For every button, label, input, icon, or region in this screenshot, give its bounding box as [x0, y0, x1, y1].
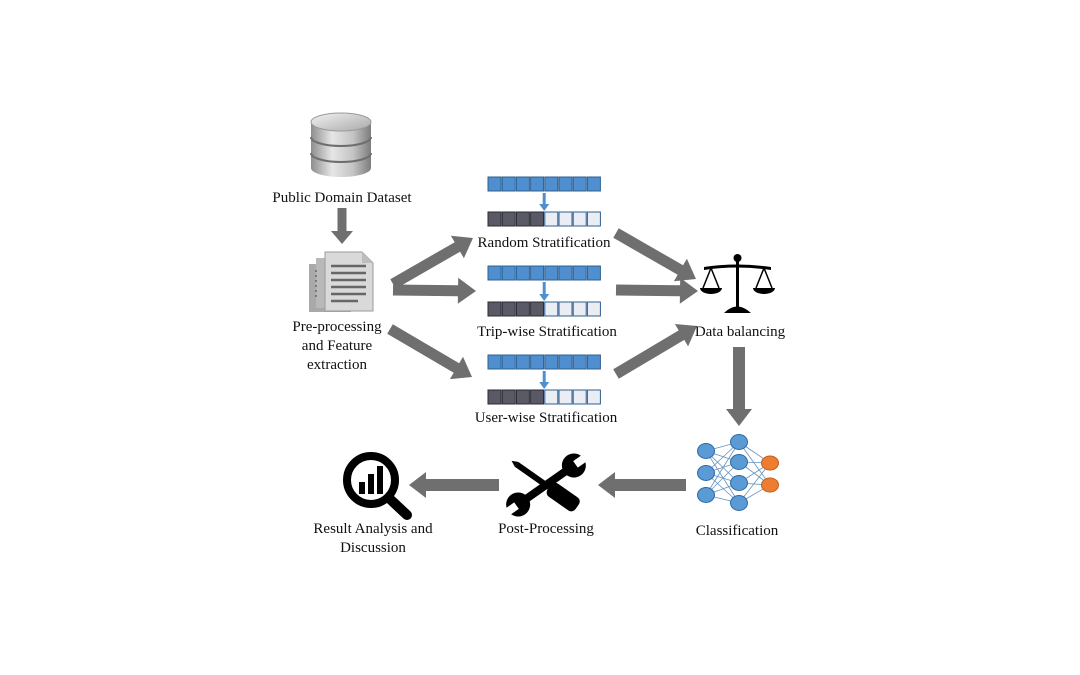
random-stratification-label: Random Stratification	[477, 235, 611, 251]
preprocess-label-line2: and Feature	[301, 338, 373, 354]
cell-top	[544, 265, 559, 281]
cell-top	[544, 354, 559, 370]
tripwise-stratification-cells	[487, 265, 601, 317]
nn-node-blue	[730, 495, 748, 511]
cell-bottom-dark	[515, 389, 530, 405]
nn-edge	[705, 450, 740, 504]
flow-arrow	[613, 228, 696, 282]
scales-icon	[700, 254, 775, 313]
cell-bottom-light	[558, 211, 573, 227]
split-arrow-head	[539, 382, 550, 389]
userwise-stratification-label: User-wise Stratification	[474, 410, 618, 426]
split-arrow-head	[539, 294, 550, 301]
cell-bottom-dark	[501, 389, 516, 405]
flow-arrow	[387, 324, 472, 380]
cell-bottom-light	[558, 301, 573, 317]
nn-node-blue	[697, 465, 715, 481]
cell-top	[572, 176, 587, 192]
neural-network-icon	[697, 434, 779, 511]
nn-node-orange	[761, 477, 779, 493]
cell-bottom-dark	[515, 211, 530, 227]
cell-top	[530, 176, 545, 192]
random-stratification-cells	[487, 176, 601, 227]
documents-icon	[309, 251, 374, 312]
nn-node-blue	[730, 454, 748, 470]
cell-top	[487, 265, 502, 281]
preprocess-label-line3: extraction	[307, 357, 367, 373]
magnifier-chart-icon	[343, 452, 412, 520]
cell-top	[572, 265, 587, 281]
flow-arrow	[331, 208, 353, 244]
database-icon	[310, 112, 372, 177]
cell-top	[558, 176, 573, 192]
cell-bottom-dark	[515, 301, 530, 317]
cell-bottom-dark	[530, 301, 545, 317]
cell-top	[586, 354, 601, 370]
flow-arrow	[390, 235, 473, 289]
nn-node-blue	[730, 475, 748, 491]
nn-node-blue	[697, 443, 715, 459]
cell-bottom-light	[544, 389, 559, 405]
flow-arrows	[331, 208, 752, 498]
flow-arrow	[615, 277, 698, 304]
cell-top	[501, 265, 516, 281]
data-balancing-label: Data balancing	[694, 324, 786, 340]
cell-bottom-light	[586, 389, 601, 405]
cell-top	[586, 265, 601, 281]
tripwise-stratification-label: Trip-wise Stratification	[477, 324, 617, 340]
cell-bottom-dark	[530, 389, 545, 405]
nn-node-orange	[761, 455, 779, 471]
cell-top	[501, 354, 516, 370]
cell-top	[487, 354, 502, 370]
nn-node-blue	[697, 487, 715, 503]
cell-top	[530, 265, 545, 281]
userwise-stratification-cells	[487, 354, 601, 405]
cell-top	[558, 354, 573, 370]
classification-label: Classification	[695, 523, 779, 539]
cell-top	[487, 176, 502, 192]
nn-edge	[738, 441, 771, 486]
cell-bottom-dark	[487, 211, 502, 227]
result-label-line1: Result Analysis and	[313, 521, 433, 537]
cell-bottom-light	[544, 301, 559, 317]
cell-bottom-light	[558, 389, 573, 405]
cell-top	[572, 354, 587, 370]
cell-top	[501, 176, 516, 192]
cell-top	[544, 176, 559, 192]
result-label-line2: Discussion	[340, 540, 406, 556]
cell-bottom-light	[544, 211, 559, 227]
tools-icon	[502, 453, 590, 517]
nn-edges	[705, 441, 771, 504]
cell-top	[515, 354, 530, 370]
cell-top	[530, 354, 545, 370]
cell-top	[515, 265, 530, 281]
flow-arrow	[409, 472, 499, 498]
flow-arrow	[613, 324, 697, 379]
cell-bottom-light	[586, 301, 601, 317]
cell-bottom-light	[586, 211, 601, 227]
dataset-label: Public Domain Dataset	[272, 190, 412, 206]
nn-node-blue	[730, 434, 748, 450]
nn-edge	[705, 441, 740, 496]
flow-arrow	[598, 472, 686, 498]
post-processing-label: Post-Processing	[498, 521, 594, 537]
nn-edge	[738, 462, 771, 504]
cell-top	[586, 176, 601, 192]
flow-arrow	[392, 277, 476, 304]
cell-bottom-light	[572, 389, 587, 405]
cell-bottom-dark	[501, 211, 516, 227]
cell-bottom-dark	[501, 301, 516, 317]
split-arrow-head	[539, 204, 550, 211]
flow-arrow	[726, 347, 752, 426]
cell-top	[558, 265, 573, 281]
cell-bottom-dark	[530, 211, 545, 227]
cell-bottom-dark	[487, 301, 502, 317]
cell-top	[515, 176, 530, 192]
cell-bottom-light	[572, 211, 587, 227]
cell-bottom-light	[572, 301, 587, 317]
preprocess-label-line1: Pre-processing	[292, 319, 382, 335]
cell-bottom-dark	[487, 389, 502, 405]
